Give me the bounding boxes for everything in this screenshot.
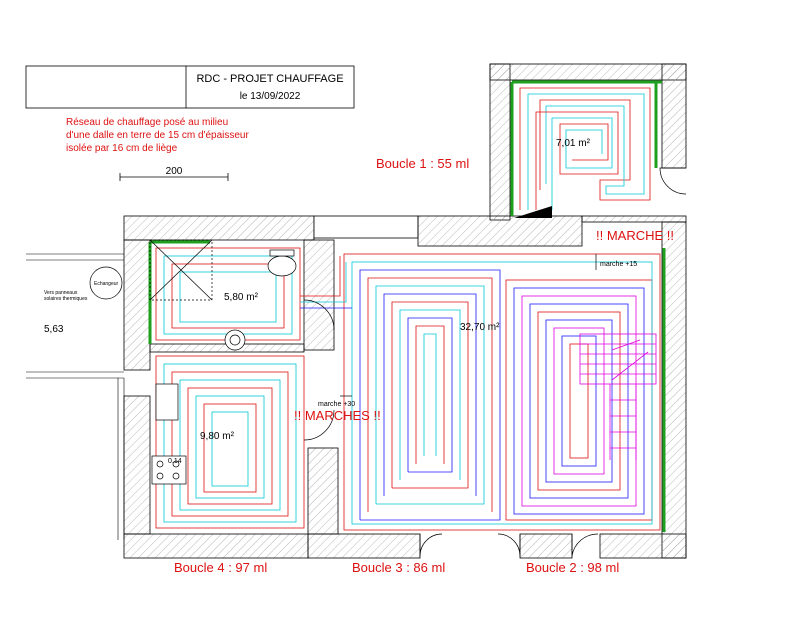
boucle-1-label: Boucle 1 : 55 ml <box>376 156 469 171</box>
area-main-room: 32,70 m² <box>460 322 500 333</box>
walls <box>123 63 687 559</box>
loop-1 <box>519 87 651 210</box>
warning-marche: !! MARCHE !! <box>596 228 674 243</box>
label-outdoor-1: Vers panneaux <box>44 290 78 296</box>
loop-labels: Boucle 1 : 55 ml Boucle 2 : 98 ml Boucle… <box>174 156 619 575</box>
area-labels: 7,01 m² 32,70 m² 5,80 m² 9,80 m² <box>200 138 591 442</box>
label-outdoor-2: solaires thermiques <box>44 296 88 302</box>
area-kitchen: 9,80 m² <box>200 431 235 442</box>
exchanger-icon <box>89 266 123 300</box>
warning-marches: !! MARCHES !! <box>294 408 381 423</box>
collector-marker <box>514 206 552 218</box>
insulation <box>148 80 666 532</box>
note-line-1: Réseau de chauffage posé au milieu <box>66 117 228 128</box>
terrace-lines <box>26 253 125 540</box>
label-cote: 5,63 <box>44 324 64 335</box>
boucle-4-label: Boucle 4 : 97 ml <box>174 560 267 575</box>
label-stove: 0.14 <box>168 458 182 465</box>
stove-icon <box>151 455 187 485</box>
boucle-3-label: Boucle 3 : 86 ml <box>352 560 445 575</box>
label-echangeur: Echangeur <box>94 281 119 287</box>
area-bathroom: 5,80 m² <box>224 292 259 303</box>
fixtures <box>89 239 297 485</box>
title-block: RDC - PROJET CHAUFFAGE le 13/09/2022 <box>25 65 355 109</box>
area-room-1: 7,01 m² <box>556 138 591 149</box>
label-marche-30: marche +30 <box>318 401 355 408</box>
boucle-2-label: Boucle 2 : 98 ml <box>526 560 619 575</box>
scale-bar: 200 <box>119 166 229 181</box>
loop-2 <box>505 279 653 521</box>
note-line-2: d'une dalle en terre de 15 cm d'épaisseu… <box>66 130 249 141</box>
scale-label: 200 <box>166 166 183 177</box>
note-line-3: isolée par 16 cm de liège <box>66 143 178 154</box>
label-marche-15: marche +15 <box>600 261 637 268</box>
small-labels: marche +15 marche +30 Echangeur 5,63 Ver… <box>44 261 637 465</box>
doors <box>303 167 687 557</box>
staircase <box>579 333 657 460</box>
plan-date: le 13/09/2022 <box>240 91 301 102</box>
step-arrows <box>340 254 597 397</box>
toilet-icon <box>267 255 297 277</box>
sink-icon <box>155 383 179 421</box>
warnings: !! MARCHE !! !! MARCHES !! <box>294 228 674 423</box>
plan-title: RDC - PROJET CHAUFFAGE <box>196 73 343 85</box>
notes: Réseau de chauffage posé au milieu d'une… <box>66 117 249 154</box>
loop-3 <box>343 253 661 531</box>
